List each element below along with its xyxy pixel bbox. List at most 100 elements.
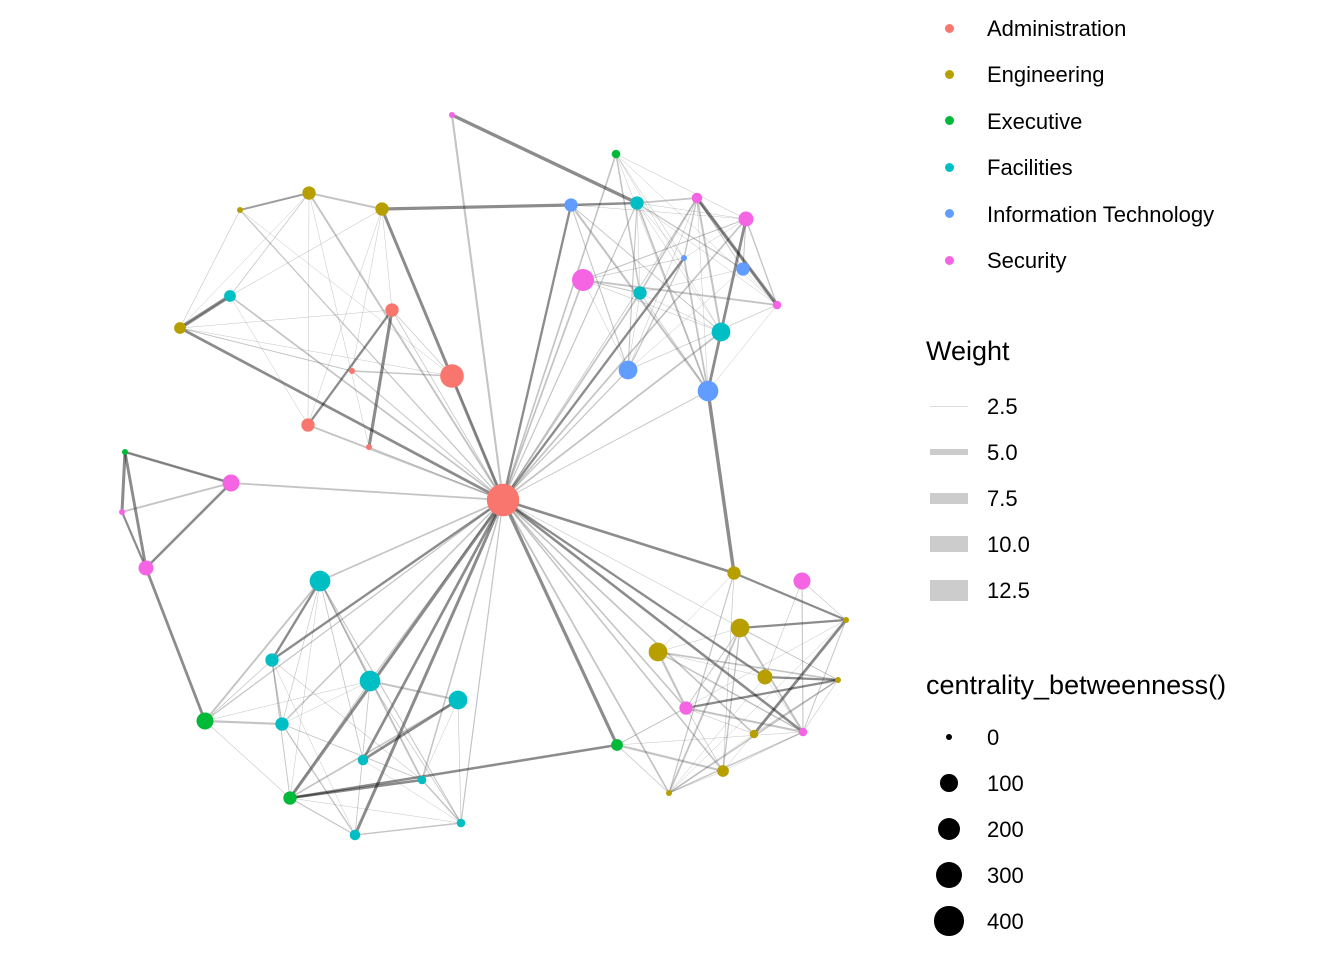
node-information-technology <box>697 380 719 402</box>
edge <box>683 257 709 392</box>
edge <box>124 450 232 485</box>
edge <box>351 208 383 372</box>
edge <box>319 580 462 824</box>
edge <box>502 498 804 734</box>
legend-weight-item: 5.0 <box>926 432 1326 472</box>
legend-label: 10.0 <box>987 532 1030 557</box>
edge <box>120 511 148 569</box>
edge <box>319 580 364 761</box>
node-security <box>798 727 808 737</box>
edge <box>764 676 804 733</box>
node-administration <box>440 364 464 388</box>
edge <box>204 719 283 726</box>
node-facilities <box>630 196 644 210</box>
legend-item-administration: Administration <box>926 8 1326 48</box>
edge <box>502 499 766 678</box>
legend-label: 300 <box>987 863 1024 888</box>
legend-weight-item: 12.5 <box>926 570 1326 610</box>
legend-dot-icon <box>944 255 954 265</box>
edge <box>367 309 394 448</box>
edge <box>570 204 629 371</box>
edge <box>657 651 687 709</box>
legend-item-engineering: Engineering <box>926 54 1326 94</box>
size-circle-icon <box>946 734 952 740</box>
node-executive <box>122 449 128 455</box>
weight-swatch <box>930 579 968 601</box>
edge <box>722 627 741 772</box>
node-engineering <box>375 202 389 216</box>
node-information-technology <box>736 262 750 276</box>
edge <box>695 197 723 333</box>
edge <box>289 743 618 800</box>
edge <box>627 304 778 371</box>
node-engineering <box>302 186 316 200</box>
edge <box>204 580 321 722</box>
legend-size-item: 200 <box>926 809 1326 849</box>
node-information-technology <box>564 198 578 212</box>
network-graph <box>119 112 849 841</box>
edge <box>501 204 573 501</box>
legend-label: 2.5 <box>987 394 1018 419</box>
edge <box>351 370 504 501</box>
edge <box>307 192 310 426</box>
legend-label: Engineering <box>987 62 1105 88</box>
legend-label: Information Technology <box>987 201 1215 227</box>
edge <box>706 218 748 392</box>
edge <box>229 192 310 297</box>
edge <box>582 257 685 281</box>
legend-size-item: 300 <box>926 855 1326 895</box>
edge <box>179 294 231 330</box>
edge <box>752 619 848 735</box>
legend-weight-title: Weight <box>926 336 1010 366</box>
edge <box>722 731 804 772</box>
edge <box>764 675 839 682</box>
edge <box>706 390 736 574</box>
edge <box>229 295 309 426</box>
node-facilities <box>349 829 361 841</box>
edge <box>615 153 747 220</box>
size-circle-icon <box>935 861 963 889</box>
node-security <box>449 112 455 118</box>
edge <box>502 197 698 501</box>
edge <box>745 218 778 306</box>
edge <box>683 218 747 259</box>
edge <box>685 707 755 735</box>
edge <box>502 218 747 501</box>
legend-label: 200 <box>987 817 1024 842</box>
edge <box>582 279 629 371</box>
edge <box>685 678 839 710</box>
node-engineering <box>717 765 729 777</box>
legend-item-information-technology: Information Technology <box>926 194 1326 234</box>
edge <box>502 498 735 575</box>
node-executive <box>196 712 214 730</box>
edge <box>204 720 291 799</box>
legend-item-executive: Executive <box>926 101 1326 141</box>
edge <box>657 572 735 653</box>
edge <box>802 619 847 733</box>
node-engineering <box>648 642 668 662</box>
node-executive <box>283 791 297 805</box>
size-circle-icon <box>937 817 961 841</box>
edge <box>668 572 735 794</box>
legend-label: Facilities <box>987 155 1073 181</box>
edge <box>391 309 453 377</box>
edge <box>582 279 778 306</box>
edge <box>639 197 698 294</box>
edge <box>270 580 322 661</box>
edge <box>239 192 310 211</box>
edge <box>307 309 393 426</box>
edge <box>657 651 766 678</box>
edge <box>281 723 356 836</box>
edge <box>707 304 778 392</box>
edge <box>281 680 371 725</box>
legend-dot-icon <box>944 69 954 79</box>
legend-label: 100 <box>987 771 1024 796</box>
edge <box>351 370 453 377</box>
edge <box>668 733 755 794</box>
legend-label: Security <box>987 248 1067 273</box>
edge <box>636 202 641 294</box>
node-administration <box>385 303 399 317</box>
edge <box>582 218 747 281</box>
edge <box>319 580 371 682</box>
legend-label: 7.5 <box>987 486 1018 511</box>
